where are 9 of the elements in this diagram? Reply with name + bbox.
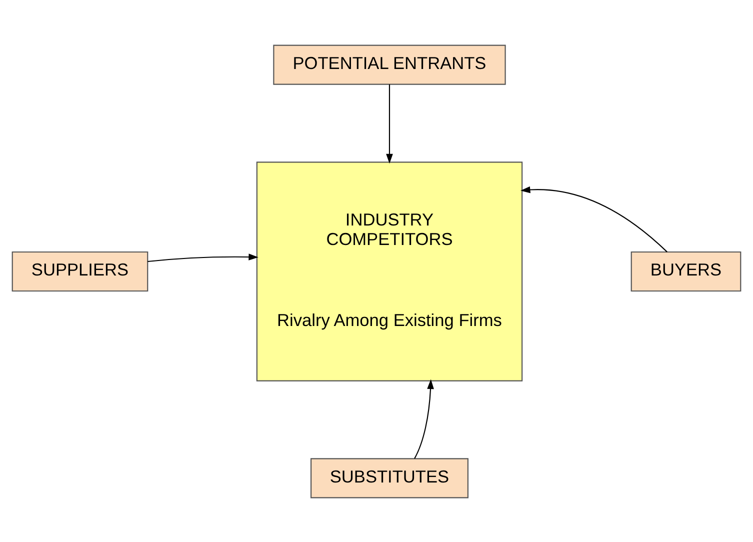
node-box: POTENTIAL ENTRANTS	[273, 44, 506, 84]
node-box: INDUSTRY COMPETITORS Rivalry Among Existing Firms	[256, 161, 523, 381]
node-box: SUBSTITUTES	[310, 458, 468, 498]
arrow	[414, 378, 434, 458]
node-box: SUPPLIERS	[12, 250, 148, 292]
arrow	[520, 186, 668, 252]
node-box: BUYERS	[630, 250, 742, 292]
arrow	[386, 84, 393, 164]
arrow	[148, 253, 258, 262]
